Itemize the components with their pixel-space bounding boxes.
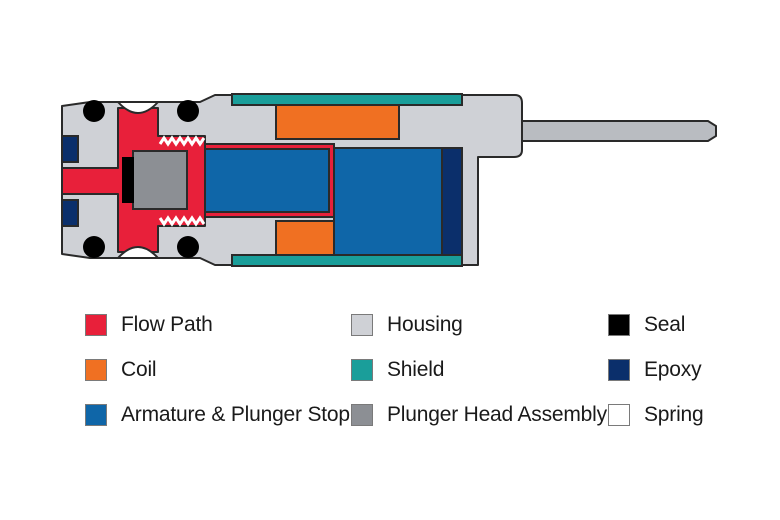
legend-label-epoxy: Epoxy (644, 358, 702, 381)
actuator-pin (519, 120, 717, 142)
o-ring-front-top (83, 100, 105, 122)
legend-coil: Coil (85, 355, 157, 385)
legend-swatch-plunger-head (351, 404, 373, 426)
epoxy-front-top (61, 135, 79, 163)
spring-top (158, 135, 206, 147)
legend-label-seal: Seal (644, 313, 686, 336)
seal-groove-top (115, 101, 161, 114)
o-ring-front-bottom (83, 236, 105, 258)
legend-plunger-head: Plunger Head Assembly (351, 400, 607, 430)
legend-seal: Seal (608, 310, 685, 340)
plunger-stop (333, 147, 443, 256)
shield-top (231, 93, 463, 106)
legend-label-spring: Spring (644, 403, 704, 426)
plunger-face-seal (122, 157, 134, 203)
legend-swatch-spring (608, 404, 630, 426)
o-ring-rear-top (177, 100, 199, 122)
plunger-head-assembly (132, 150, 188, 210)
coil-top (275, 104, 400, 140)
legend-swatch-armature (85, 404, 107, 426)
legend-swatch-seal (608, 314, 630, 336)
legend-label-flow-path: Flow Path (121, 313, 213, 336)
epoxy-rear (441, 147, 463, 256)
legend-swatch-coil (85, 359, 107, 381)
legend-swatch-flow-path (85, 314, 107, 336)
legend-housing: Housing (351, 310, 463, 340)
legend-swatch-shield (351, 359, 373, 381)
legend-swatch-housing (351, 314, 373, 336)
legend-label-coil: Coil (121, 358, 157, 381)
shield-bottom (231, 254, 463, 267)
legend-label-shield: Shield (387, 358, 445, 381)
legend-epoxy: Epoxy (608, 355, 702, 385)
armature (186, 148, 330, 213)
legend-spring: Spring (608, 400, 704, 430)
legend-shield: Shield (351, 355, 444, 385)
seal-groove-bottom (115, 246, 161, 259)
legend-flow-path: Flow Path (85, 310, 213, 340)
spring-bottom (158, 215, 206, 227)
legend-label-housing: Housing (387, 313, 463, 336)
legend-swatch-epoxy (608, 359, 630, 381)
epoxy-front-bottom (61, 199, 79, 227)
o-ring-rear-bottom (177, 236, 199, 258)
solenoid-valve-cross-section (61, 93, 717, 267)
legend-label-armature: Armature & Plunger Stop (121, 403, 350, 426)
legend-label-plunger-head: Plunger Head Assembly (387, 403, 607, 426)
legend-armature: Armature & Plunger Stop (85, 400, 350, 430)
